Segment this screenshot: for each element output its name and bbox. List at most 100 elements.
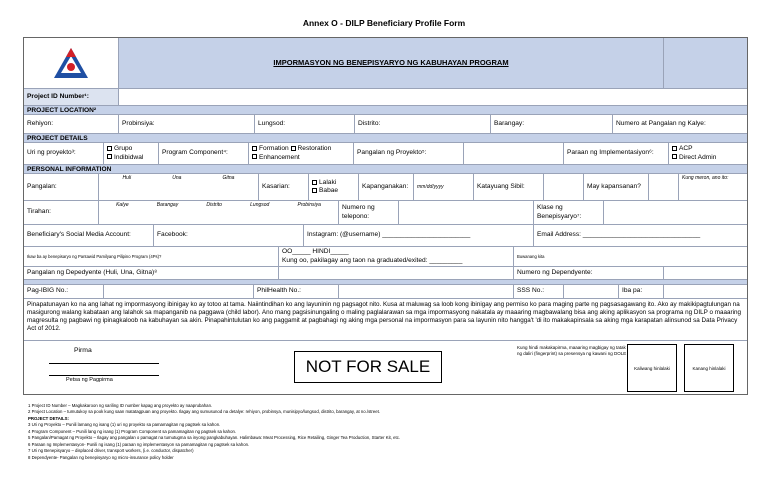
uri-label: Uri ng proyekto³: [24,143,104,164]
paraan-label: Paraan ng Implementasiyon⁶: [564,143,669,164]
probinsiya-label[interactable]: Probinsiya: [119,115,255,133]
grupo-option[interactable]: Grupo [107,145,132,153]
uri-options: Grupo Indibidwal [104,143,159,164]
philhealth-label: PhilHealth No.: [254,285,339,298]
telepono-label: Numero ng telepono: [339,201,399,224]
right-thumbprint-box[interactable]: Kanang hinlalaki [684,344,734,392]
numero-dependyente-label: Numero ng Dependyente: [514,267,664,279]
blank-divider [24,279,747,284]
project-id-field[interactable] [119,89,747,105]
facebook-field[interactable]: Facebook: [154,225,304,246]
tirahan-field[interactable]: Kalye Barangay Distrito Lungsod Probinsi… [99,201,339,224]
location-row: Rehiyon: Probinsiya: Lungsod: Distrito: … [24,114,747,133]
lalaki-option[interactable]: Lalaki [312,179,336,187]
kung-meron-field[interactable]: Kung meron, ano ito: [682,175,729,181]
social-media-row: Beneficiary's Social Media Account: Face… [24,224,747,246]
pirma-label: Pirma [74,347,92,354]
footnote: 8 Dependyente- Pangalan ng benepisyaryo … [28,454,174,460]
details-row: Uri ng proyekto³: Grupo Indibidwal Progr… [24,142,747,164]
enhancement-option[interactable]: Enhancement [252,154,300,162]
pangalan-row: Pangalan: Huli Una Gitna Kasarian: Lalak… [24,173,747,200]
petsa-label: Petsa ng Pagpirma [66,377,113,383]
pangalan-field[interactable]: Huli Una Gitna [99,174,259,200]
footnote: 1 Project ID Number – Magkakaroon ng sar… [28,403,213,408]
barangay-label[interactable]: Barangay: [491,115,613,133]
footnote: 4 Program Component – Punili lang ng isa… [28,428,237,434]
footnote: 7 Uri ng Benepisyaryo – displaced driver… [28,448,194,454]
may-kapansanan-field[interactable] [649,174,679,200]
kasarian-label: Kasarian: [259,174,309,200]
paraan-options: ACP Direct Admin [669,143,747,164]
lungsod-label[interactable]: Lungsod: [255,115,355,133]
consent-statement: Pinapatunayan ko na ang lahat ng imporma… [24,298,747,340]
footnote: 3 Uri ng Proyekto – Punili lamang ng isa… [28,422,221,428]
katayuang-sibil-label: Katayuang Sibil: [474,174,544,200]
component-options: Formation Restoration Enhancement [249,143,354,164]
sss-label: SSS No.: [514,285,564,298]
dole-logo [24,38,119,88]
kapanganakan-label: Kapanganakan: [359,174,414,200]
dependents-field[interactable] [279,267,514,279]
program-title: IMPORMASYON NG BENEPISYARYO NG KABUHAYAN… [119,38,664,88]
pangalan-proyekto-label: Pangalan ng Proyekto⁵: [354,143,464,164]
left-thumbprint-box[interactable]: Kaliwang hinlalaki [627,344,677,392]
indibidwal-option[interactable]: Indibidwal [107,154,143,162]
formation-checkbox[interactable] [252,146,257,152]
philhealth-field[interactable] [339,285,514,298]
dole-logo-icon [54,48,88,78]
program-component-label: Program Component⁴: [159,143,249,164]
email-field[interactable]: Email Address: _________________________… [537,231,701,239]
iba-pa-label: Iba pa: [619,285,664,298]
signature-line[interactable] [49,363,159,364]
footnote: PROJECT DETAILS: [28,415,69,421]
signature-area: Pirma Petsa ng Pagpirma NOT FOR SALE Kun… [24,340,747,394]
buwanang-kita-label[interactable]: Buwanang kita [517,253,545,259]
direct-admin-option[interactable]: Direct Admin [672,154,716,162]
katayuang-sibil-field[interactable] [544,174,584,200]
not-for-sale-stamp: NOT FOR SALE [294,351,442,383]
section-project-details: PROJECT DETAILS [24,133,747,142]
pagibig-label: Pag-IBIG No.: [24,285,104,298]
footnote: 6 Paraan ng Implementasyon- Punili ng is… [28,441,250,447]
klase-field[interactable] [604,201,747,224]
header-blank [664,38,747,88]
form-header: IMPORMASYON NG BENEPISYARYO NG KABUHAYAN… [24,38,747,88]
distrito-label[interactable]: Distrito: [355,115,491,133]
annex-title: Annex O - DILP Beneficiary Profile Form [302,18,466,28]
project-id-label: Project ID Number¹: [24,89,119,105]
pantawid-row: Ikaw ba ay benepisaryo ng Pantawid Pamil… [24,246,747,266]
klase-label: Klase ng Benepisyaryo⁷: [534,201,604,224]
kasarian-options: Lalaki Babae [309,174,359,200]
babae-option[interactable]: Babae [312,187,338,195]
may-kapansanan-label: May kapansanan? [584,174,649,200]
instagram-field[interactable]: Instagram: (@username) _________________… [304,225,534,246]
sss-field[interactable] [564,285,619,298]
project-id-row: Project ID Number¹: [24,88,747,105]
kapanganakan-field[interactable]: mm/dd/yyyy [414,174,474,200]
acp-option[interactable]: ACP [672,145,693,153]
ids-row: Pag-IBIG No.: PhilHealth No.: SSS No.: I… [24,284,747,298]
section-project-location: PROJECT LOCATION² [24,105,747,114]
date-line[interactable] [49,375,159,376]
pantawid-answer[interactable]: OO_____ HINDI_____ Kung oo, pakilagay an… [279,247,514,266]
footnote: 2 Project Location – tumutukoy sa pook k… [28,409,381,415]
section-personal-info: PERSONAL INFORMATION [24,164,747,173]
kalye-label[interactable]: Numero at Pangalan ng Kalye: [616,119,706,127]
tirahan-label: Tirahan: [24,201,99,224]
thumbprint-note: Kung hindi makakapirma, maaaring magbiga… [517,345,627,357]
footnotes: 1 Project ID Number – Magkakaroon ng sar… [28,403,748,461]
pantawid-label: Ikaw ba ay benepisaryo ng Pantawid Pamil… [24,247,279,266]
dependents-label: Pangalan ng Depedyente (Huli, Una, Gitna… [24,267,279,279]
restoration-checkbox[interactable] [290,146,296,152]
beneficiary-form: IMPORMASYON NG BENEPISYARYO NG KABUHAYAN… [23,37,748,395]
pagibig-field[interactable] [104,285,254,298]
social-media-label: Beneficiary's Social Media Account: [24,225,154,246]
pangalan-proyekto-field[interactable] [464,143,564,164]
iba-pa-field[interactable] [664,285,747,298]
numero-dependyente-field[interactable] [664,267,747,279]
telepono-field[interactable] [399,201,534,224]
footnote: 5 Pangalan/Pamagat ng Proyekto – Ilagay … [28,435,401,441]
tirahan-row: Tirahan: Kalye Barangay Distrito Lungsod… [24,200,747,224]
rehiyon-label: Rehiyon: [24,115,119,133]
dependents-row: Pangalan ng Depedyente (Huli, Una, Gitna… [24,266,747,279]
